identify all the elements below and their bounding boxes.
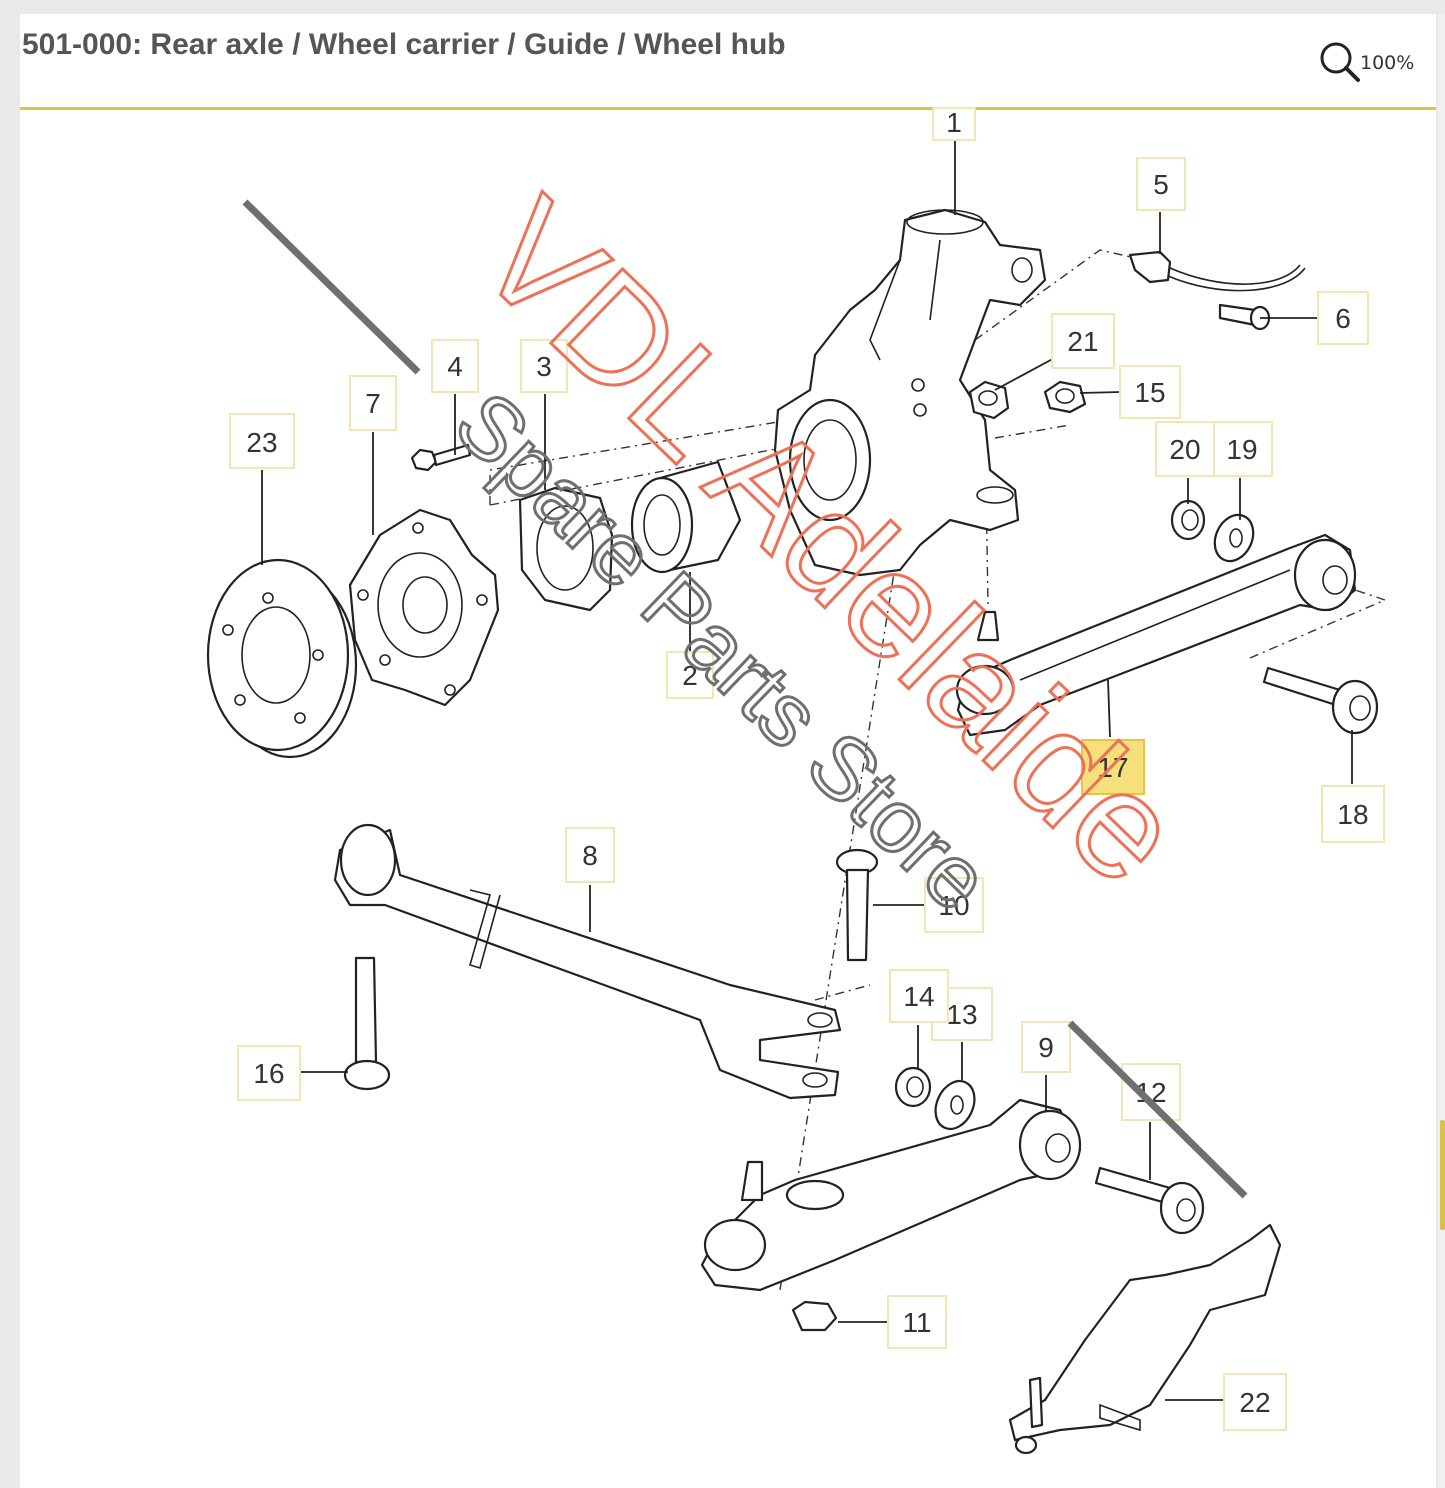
callout-20[interactable]: 20 [1155, 421, 1215, 477]
washer-19 [1213, 513, 1255, 563]
svg-text:20: 20 [1169, 434, 1200, 465]
svg-text:10: 10 [938, 890, 969, 921]
arm-bolt-18 [1262, 666, 1379, 735]
arm-bolt-10 [835, 848, 879, 962]
callout-21[interactable]: 21 [1051, 313, 1115, 369]
callout-3[interactable]: 3 [520, 339, 568, 393]
svg-text:7: 7 [365, 388, 381, 419]
svg-text:11: 11 [902, 1307, 931, 1338]
hub-bolt [410, 443, 472, 472]
scrollbar-thumb[interactable] [1440, 1120, 1445, 1230]
svg-text:1: 1 [946, 107, 962, 138]
callout-22[interactable]: 22 [1223, 1373, 1287, 1431]
bush-20 [1170, 499, 1206, 541]
callout-14[interactable]: 14 [889, 969, 949, 1023]
svg-text:4: 4 [447, 351, 463, 382]
scrollbar-track[interactable] [1438, 14, 1445, 1488]
lower-control-arm [700, 1098, 1082, 1292]
speed-sensor [1128, 250, 1306, 292]
svg-text:15: 15 [1134, 377, 1165, 408]
washer-13 [934, 1079, 976, 1131]
callouts: 1 2 3 4 5 6 7 8 9 10 11 12 13 14 15 16 1… [229, 107, 1385, 1431]
callout-8[interactable]: 8 [565, 827, 615, 883]
svg-text:21: 21 [1067, 326, 1098, 357]
svg-text:22: 22 [1239, 1387, 1270, 1418]
track-control-arm [955, 533, 1357, 737]
wheel-bearing [630, 460, 742, 574]
callout-23[interactable]: 23 [229, 413, 295, 469]
svg-text:18: 18 [1337, 799, 1368, 830]
zoom-level: 100% [1360, 52, 1415, 74]
arm-bolt-16 [343, 956, 391, 1091]
svg-text:3: 3 [536, 351, 552, 382]
watermark-stroke-bottom [1067, 1020, 1248, 1199]
wheel-carrier [773, 208, 1047, 577]
wheel-hub [348, 508, 500, 707]
header-divider [20, 107, 1436, 110]
hex-nut-11 [791, 1300, 838, 1332]
magnifier-icon [1320, 42, 1360, 82]
leader-lines [261, 140, 1353, 1401]
callout-7[interactable]: 7 [349, 375, 397, 431]
svg-text:2: 2 [682, 660, 698, 691]
dust-shield [518, 486, 614, 612]
sensor-bolt [1218, 303, 1271, 331]
svg-text:6: 6 [1335, 303, 1351, 334]
svg-text:17: 17 [1097, 752, 1128, 783]
callout-13[interactable]: 13 [931, 987, 993, 1041]
callout-1[interactable]: 1 [932, 107, 976, 141]
svg-text:5: 5 [1153, 169, 1169, 200]
callout-10[interactable]: 10 [924, 877, 984, 933]
callout-12[interactable]: 12 [1121, 1063, 1181, 1121]
callout-19[interactable]: 19 [1211, 421, 1273, 477]
bush-14 [894, 1066, 932, 1108]
callout-4[interactable]: 4 [431, 339, 479, 393]
collar-nut-15 [1043, 380, 1087, 414]
watermark-stroke-top [242, 199, 421, 375]
callout-17[interactable]: 17 [1081, 739, 1145, 795]
page-title: 501-000: Rear axle / Wheel carrier / Gui… [22, 28, 786, 61]
svg-text:16: 16 [253, 1058, 284, 1089]
callout-11[interactable]: 11 [887, 1295, 947, 1349]
hex-nut-21 [968, 380, 1010, 420]
svg-text:13: 13 [946, 999, 977, 1030]
callout-6[interactable]: 6 [1317, 291, 1369, 345]
svg-text:23: 23 [246, 427, 277, 458]
brake-disc [206, 558, 358, 759]
bracket [1008, 1223, 1282, 1455]
callout-16[interactable]: 16 [237, 1045, 301, 1101]
arm-bolt-12 [1094, 1166, 1205, 1235]
svg-text:19: 19 [1226, 434, 1257, 465]
callout-9[interactable]: 9 [1021, 1021, 1071, 1073]
callout-5[interactable]: 5 [1136, 157, 1186, 211]
callout-2[interactable]: 2 [666, 651, 714, 699]
callout-18[interactable]: 18 [1321, 785, 1385, 843]
header: 501-000: Rear axle / Wheel carrier / Gui… [20, 14, 1436, 110]
svg-text:14: 14 [903, 981, 934, 1012]
zoom-button[interactable]: 100% [1318, 40, 1428, 84]
trailing-arm [333, 823, 842, 1100]
callout-15[interactable]: 15 [1119, 365, 1181, 419]
svg-text:9: 9 [1038, 1032, 1054, 1063]
svg-text:8: 8 [582, 840, 598, 871]
